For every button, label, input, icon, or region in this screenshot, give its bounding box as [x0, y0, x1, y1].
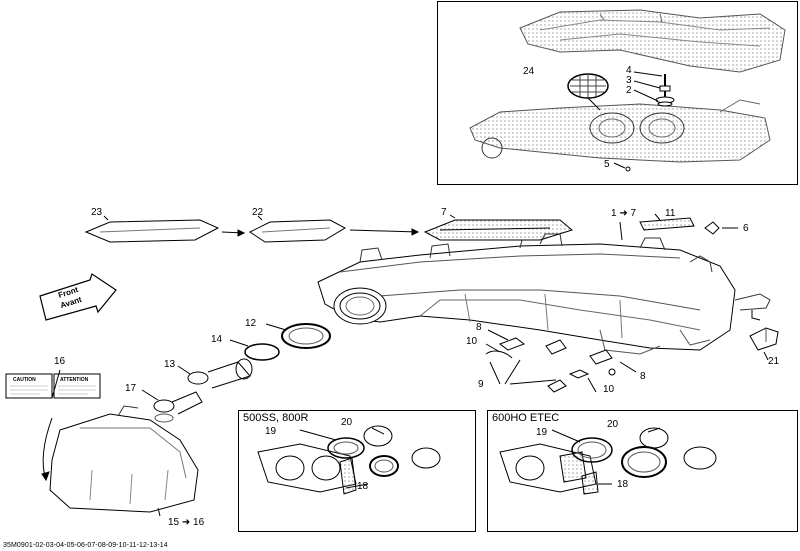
callout-18b: 18 — [617, 479, 629, 490]
left-variant-frame — [238, 410, 476, 532]
upper-intake-cover — [519, 9, 786, 73]
callout-6: 6 — [743, 223, 749, 234]
part-21-bumper — [749, 327, 779, 351]
callout-2: 2 — [626, 85, 632, 96]
part-6-cap — [704, 221, 720, 235]
caution-label — [5, 373, 101, 399]
right-variant-ducts — [499, 427, 717, 495]
screw-stack — [655, 74, 675, 107]
part-13-duct — [187, 358, 253, 389]
part-12-ring — [281, 323, 331, 349]
callout-20b: 20 — [607, 419, 619, 430]
front-arrow — [39, 273, 117, 321]
part-11-strip — [639, 217, 695, 231]
callout-3: 3 — [626, 75, 632, 86]
callout-17: 17 — [125, 383, 137, 394]
callout-20a: 20 — [341, 417, 353, 428]
callout-10b: 10 — [603, 384, 615, 395]
callout-21: 21 — [768, 356, 780, 367]
part-17-boot — [153, 391, 203, 415]
drawing-code: 35M0901-02-03-04-05-06-07-08-09-10-11-12… — [3, 542, 168, 549]
attention-text: ATTENTION — [60, 377, 89, 383]
callout-8a: 8 — [476, 322, 482, 333]
callout-15-to-16: 15 ➜ 16 — [168, 517, 205, 528]
callout-12: 12 — [245, 318, 257, 329]
callout-16: 16 — [54, 356, 66, 367]
callout-10a: 10 — [466, 336, 478, 347]
part-23-foam — [84, 219, 220, 243]
lower-intake-body — [469, 99, 771, 163]
right-variant-frame — [487, 410, 798, 532]
callout-7: 7 — [441, 207, 447, 218]
part-14-clamp — [244, 343, 280, 361]
callout-24: 24 — [523, 66, 535, 77]
callout-19b: 19 — [536, 427, 548, 438]
left-variant-ducts — [257, 425, 441, 495]
callout-5: 5 — [604, 159, 610, 170]
part-22-foam — [249, 219, 347, 243]
small-clips — [485, 337, 616, 393]
callout-22: 22 — [252, 207, 264, 218]
main-airbox — [317, 233, 771, 355]
filter-grille-24 — [567, 73, 609, 99]
callout-8b: 8 — [640, 371, 646, 382]
callout-19a: 19 — [265, 426, 277, 437]
intake-mouth — [333, 287, 387, 325]
part-7-filter — [423, 219, 574, 241]
left-variant-title: 500SS, 800R — [243, 412, 309, 424]
callout-13: 13 — [164, 359, 176, 370]
right-variant-title: 600HO ETEC — [492, 412, 560, 424]
callout-18a: 18 — [357, 481, 369, 492]
callout-23: 23 — [91, 207, 103, 218]
top-inset-frame — [437, 1, 798, 185]
callout-9: 9 — [478, 379, 484, 390]
callout-4: 4 — [626, 65, 632, 76]
silencer-housing — [49, 405, 199, 513]
callout-14: 14 — [211, 334, 223, 345]
caution-text: CAUTION — [13, 377, 36, 383]
callout-11: 11 — [665, 208, 676, 219]
leader-24 — [587, 97, 601, 111]
callout-1-to-7: 1 ➜ 7 — [611, 208, 637, 219]
